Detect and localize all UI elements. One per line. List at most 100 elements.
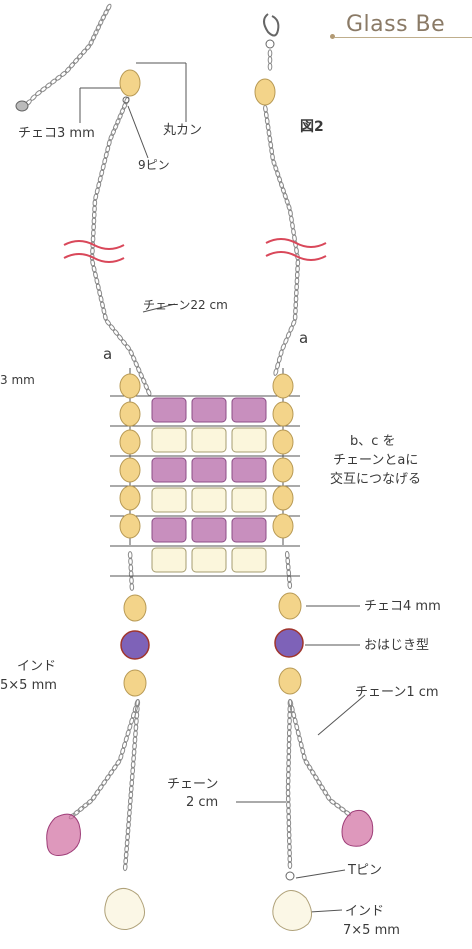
czech-bead	[255, 79, 275, 105]
chain-link	[77, 805, 85, 812]
chain-link	[115, 759, 122, 767]
czech-bead-a	[273, 458, 293, 482]
label-czech-4mm: チェコ4 mm	[364, 599, 441, 614]
label-india-left: インド	[17, 659, 56, 674]
pink-drop-bead	[47, 814, 81, 855]
czech-bead-4mm	[279, 593, 301, 619]
chain-link	[334, 802, 342, 809]
cream-square-bead	[152, 488, 186, 512]
chain-link	[306, 763, 313, 771]
chain-link	[329, 798, 337, 805]
lobster-clasp	[264, 14, 278, 36]
czech-bead	[120, 70, 140, 96]
chain-link	[97, 784, 104, 792]
pink-square-bead	[152, 398, 186, 422]
pink-square-bead	[152, 458, 186, 482]
chain-link	[303, 758, 310, 766]
chain-link	[81, 802, 89, 809]
cream-square-bead	[232, 548, 266, 572]
chain-link	[90, 794, 97, 802]
ohajiki-bead	[121, 631, 149, 659]
czech-bead-a	[120, 402, 140, 426]
chain-link	[146, 388, 152, 396]
break-marks	[64, 239, 326, 262]
chain-link	[112, 329, 119, 337]
cream-square-bead	[152, 428, 186, 452]
label-india-bottom: インド	[345, 904, 384, 919]
czech-bead-a	[273, 374, 293, 398]
chain-link	[104, 319, 111, 327]
leader-line	[128, 106, 148, 158]
chain-link	[76, 52, 83, 60]
chain-link	[35, 89, 43, 96]
cream-square-bead	[232, 488, 266, 512]
chain-link	[94, 789, 101, 797]
figure-label: 図2	[300, 120, 324, 135]
czech-bead-a	[273, 486, 293, 510]
chain-link	[60, 70, 68, 77]
pink-square-bead	[192, 518, 226, 542]
pink-square-bead	[152, 518, 186, 542]
chain-link	[72, 57, 79, 65]
chain-link	[111, 764, 118, 772]
chain-link	[55, 74, 63, 81]
cream-square-bead	[192, 548, 226, 572]
label-chain-1cm: チェーン1 cm	[355, 685, 439, 700]
label-a-left: a	[103, 347, 112, 362]
cream-square-bead	[192, 488, 226, 512]
label-chain-2cm-size: 2 cm	[186, 795, 218, 810]
chain-link	[268, 50, 272, 57]
pink-square-bead	[192, 398, 226, 422]
chain-link	[101, 779, 108, 787]
chain-link	[313, 773, 320, 781]
label-chain-2cm: チェーン	[167, 777, 218, 792]
leader-line	[310, 910, 342, 912]
chain-link	[268, 56, 272, 63]
ohajiki-bead	[275, 629, 303, 657]
end-tag	[16, 101, 28, 111]
chain-link	[108, 324, 115, 332]
leader-line	[318, 695, 365, 735]
label-a-right: a	[299, 331, 308, 346]
chain-link	[316, 778, 323, 786]
chain-link	[64, 66, 71, 74]
label-9-pin: 9ピン	[138, 158, 170, 173]
pink-square-bead	[192, 458, 226, 482]
pink-drop-bead	[342, 810, 373, 846]
label-ohajiki: おはじき型	[364, 638, 429, 653]
cream-square-bead	[192, 428, 226, 452]
label-czech-3mm: チェコ3 mm	[18, 126, 95, 141]
white-drop-bead	[105, 888, 145, 929]
label-bc-line3: 交互につなげる	[330, 472, 421, 487]
leader-line	[296, 870, 345, 878]
pink-square-bead	[232, 518, 266, 542]
cream-square-bead	[232, 428, 266, 452]
jump-ring	[266, 40, 274, 48]
label-india-left-size: 5×5 mm	[0, 678, 57, 693]
chain-link	[50, 78, 58, 85]
chain-link	[104, 774, 111, 782]
chain-link	[116, 334, 123, 342]
chain-link	[84, 43, 91, 51]
chain-link	[73, 809, 81, 816]
chain-link	[309, 768, 316, 776]
cream-square-bead	[152, 548, 186, 572]
chain-link	[68, 61, 75, 69]
czech-bead-a	[120, 374, 140, 398]
label-t-pin: Tピン	[348, 863, 382, 878]
chain-link	[120, 339, 127, 347]
czech-bead-4mm	[124, 670, 146, 696]
chain-link	[339, 806, 347, 813]
label-bc-line1: b、c を	[350, 434, 396, 449]
czech-bead-a	[120, 458, 140, 482]
label-india-bottom-size: 7×5 mm	[343, 923, 400, 938]
czech-bead-a	[273, 514, 293, 538]
pink-square-bead	[232, 398, 266, 422]
label-chain-22cm: チェーン22 cm	[143, 298, 228, 313]
czech-bead-a	[120, 430, 140, 454]
label-cut-off-size: 3 mm	[0, 373, 35, 388]
chain-link	[268, 63, 272, 70]
czech-bead-a	[273, 402, 293, 426]
chain-link	[322, 788, 329, 796]
